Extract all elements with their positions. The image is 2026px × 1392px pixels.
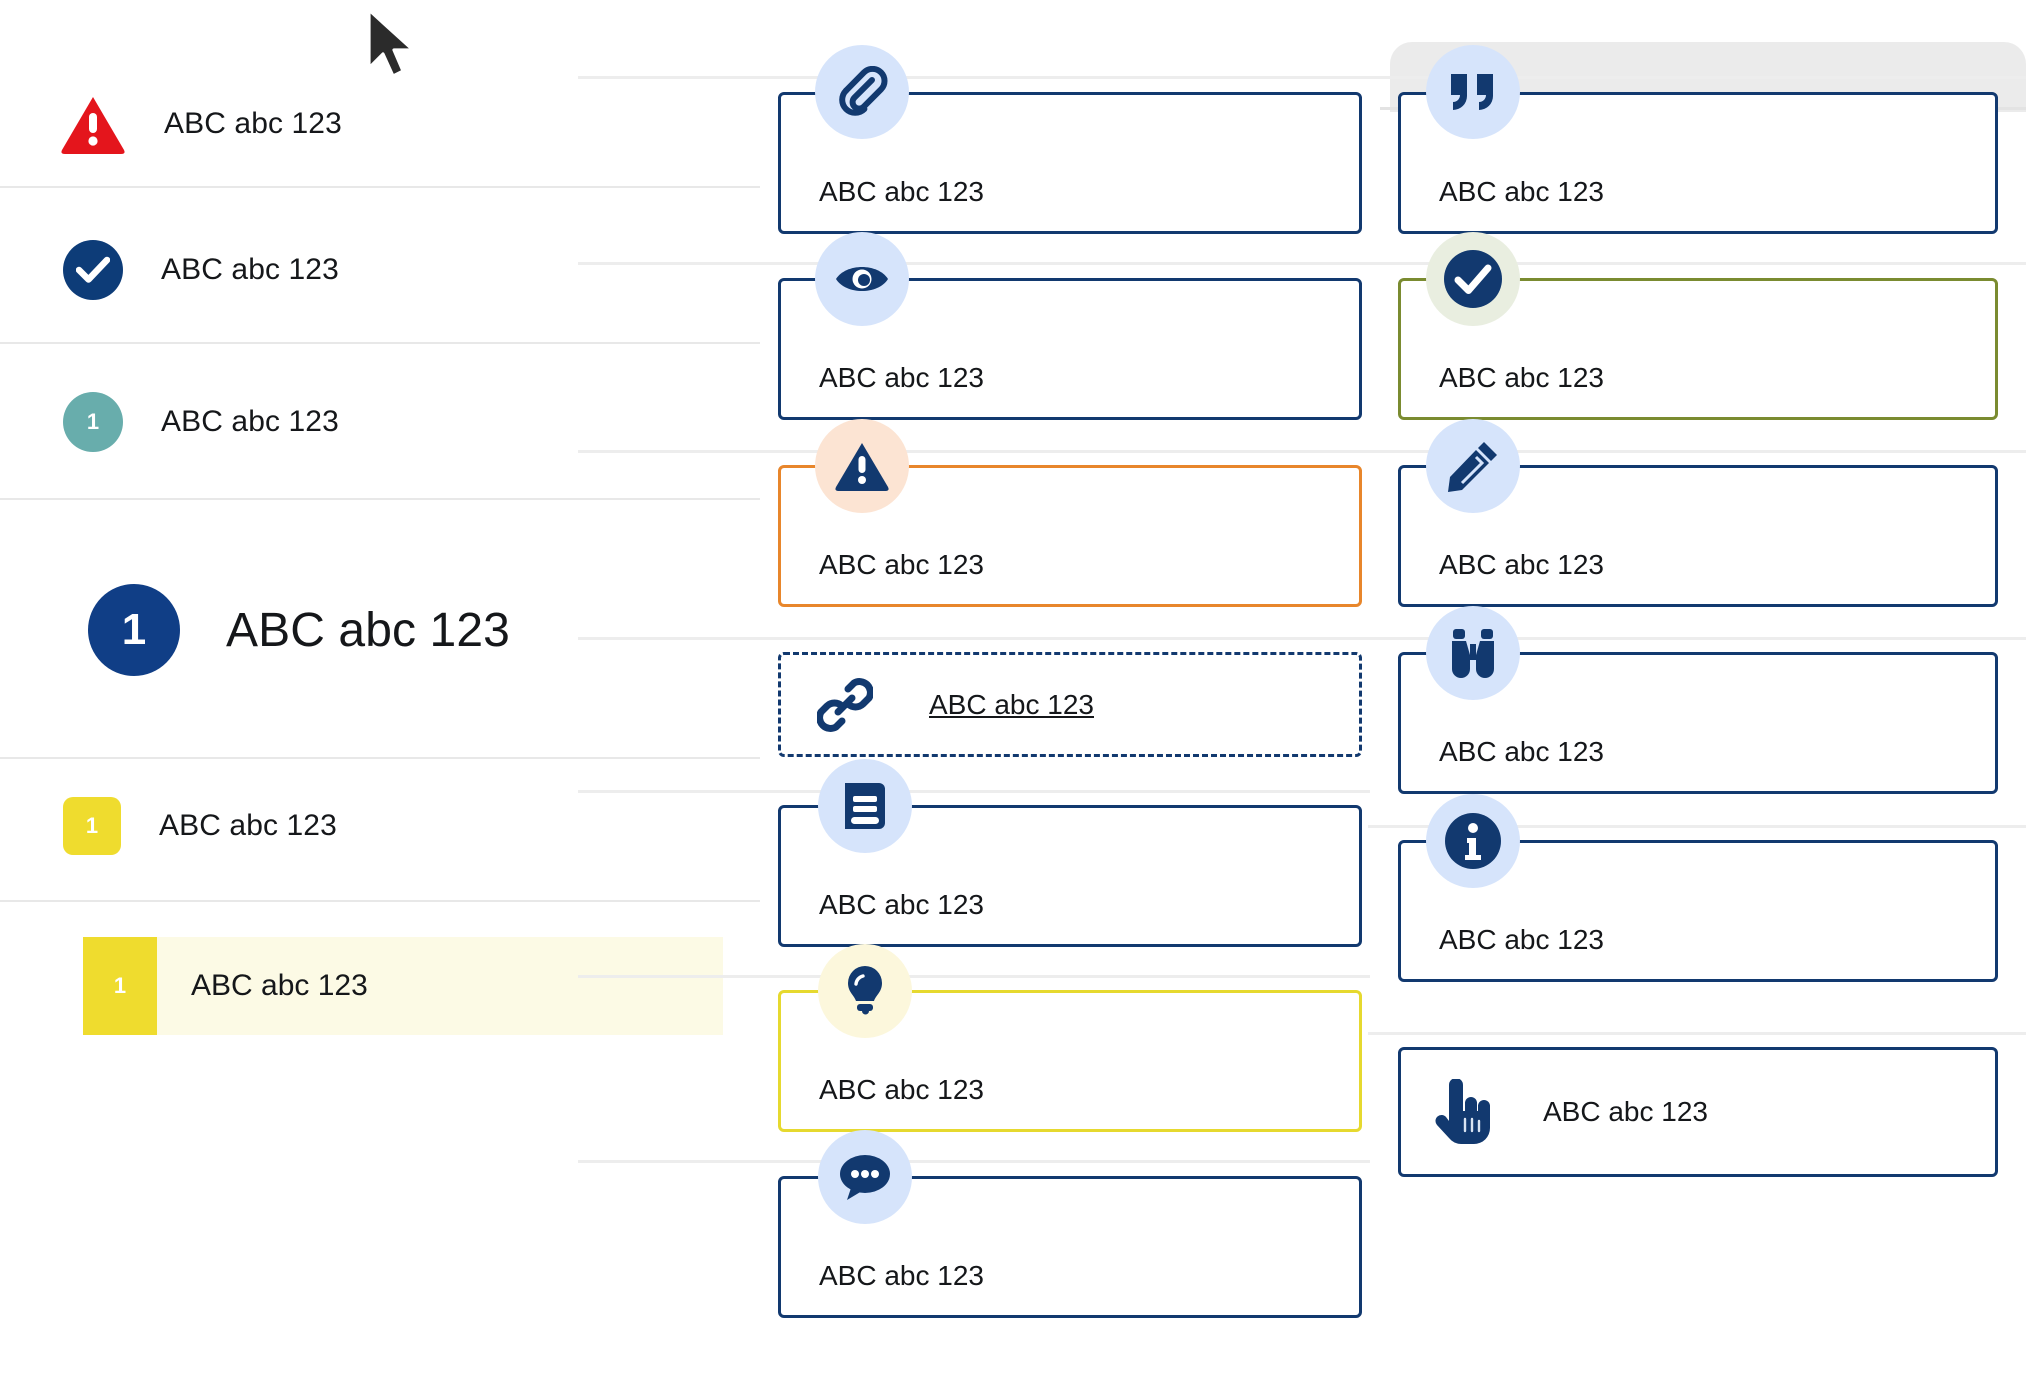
badge-number: 1 xyxy=(113,973,127,998)
warning-triangle-icon xyxy=(60,94,126,154)
list-item-label: ABC abc 123 xyxy=(191,969,368,1002)
divider xyxy=(578,450,1370,453)
check-circle-icon xyxy=(63,240,123,300)
card-label: ABC abc 123 xyxy=(819,1074,984,1106)
divider xyxy=(578,262,1370,265)
list-item[interactable]: 1 ABC abc 123 xyxy=(0,782,760,870)
card-label: ABC abc 123 xyxy=(819,1260,984,1292)
list-item-label: ABC abc 123 xyxy=(161,405,339,438)
list-item-label: ABC abc 123 xyxy=(161,253,339,286)
divider xyxy=(0,342,760,344)
mouse-pointer-icon xyxy=(367,8,415,78)
divider xyxy=(1368,1032,2026,1035)
divider xyxy=(578,76,1370,79)
card-label: ABC abc 123 xyxy=(1439,736,1604,768)
number-badge-icon: 1 xyxy=(83,937,157,1035)
info-circle-icon xyxy=(1426,794,1520,888)
quotation-marks-icon xyxy=(1426,45,1520,139)
card-preview[interactable]: ABC abc 123 xyxy=(778,278,1362,420)
badge-number: 1 xyxy=(85,813,99,838)
card-action[interactable]: ABC abc 123 xyxy=(1398,1047,1998,1177)
divider xyxy=(0,757,760,759)
card-label: ABC abc 123 xyxy=(1439,362,1604,394)
card-link[interactable]: ABC abc 123 xyxy=(778,652,1362,757)
list-item-label: ABC abc 123 xyxy=(159,809,337,842)
list-item[interactable]: ABC abc 123 xyxy=(0,222,760,318)
warning-triangle-icon xyxy=(815,419,909,513)
divider xyxy=(0,498,760,500)
chat-bubble-icon xyxy=(818,1130,912,1224)
eye-icon xyxy=(815,232,909,326)
divider xyxy=(1368,76,2026,79)
card-label: ABC abc 123 xyxy=(819,889,984,921)
list-item-selected[interactable]: 1 ABC abc 123 xyxy=(83,937,723,1035)
divider xyxy=(1368,450,2026,453)
card-label: ABC abc 123 xyxy=(819,176,984,208)
check-circle-icon xyxy=(1426,232,1520,326)
list-item[interactable]: 1 ABC abc 123 xyxy=(0,570,760,690)
divider xyxy=(578,790,1370,793)
divider xyxy=(1368,637,2026,640)
divider xyxy=(0,900,760,902)
number-badge-icon: 1 xyxy=(63,797,121,855)
binoculars-icon xyxy=(1426,606,1520,700)
card-label: ABC abc 123 xyxy=(1439,924,1604,956)
card-label: ABC abc 123 xyxy=(929,688,1094,720)
card-label: ABC abc 123 xyxy=(819,362,984,394)
badge-number: 1 xyxy=(121,605,147,654)
card-label: ABC abc 123 xyxy=(1543,1096,1708,1128)
divider xyxy=(1368,262,2026,265)
lightbulb-icon xyxy=(818,944,912,1038)
card-label: ABC abc 123 xyxy=(1439,549,1604,581)
paperclip-icon xyxy=(815,45,909,139)
card-label: ABC abc 123 xyxy=(1439,176,1604,208)
chain-link-icon xyxy=(817,677,873,733)
divider xyxy=(1368,825,2026,828)
list-item-label: ABC abc 123 xyxy=(226,603,510,657)
badge-number: 1 xyxy=(86,409,100,434)
pencil-icon xyxy=(1426,419,1520,513)
pointing-hand-icon xyxy=(1431,1079,1493,1145)
list-item[interactable]: ABC abc 123 xyxy=(0,72,760,176)
card-label: ABC abc 123 xyxy=(819,549,984,581)
divider xyxy=(578,637,1370,640)
divider xyxy=(578,1160,1370,1163)
divider xyxy=(0,186,760,188)
left-list: ABC abc 123 ABC abc 123 1 ABC abc 123 1 xyxy=(0,0,760,1392)
divider xyxy=(578,975,1370,978)
book-icon xyxy=(818,759,912,853)
list-item[interactable]: 1 ABC abc 123 xyxy=(0,378,760,466)
list-item-label: ABC abc 123 xyxy=(164,107,342,140)
number-badge-icon: 1 xyxy=(63,392,123,452)
number-badge-icon: 1 xyxy=(88,584,180,676)
